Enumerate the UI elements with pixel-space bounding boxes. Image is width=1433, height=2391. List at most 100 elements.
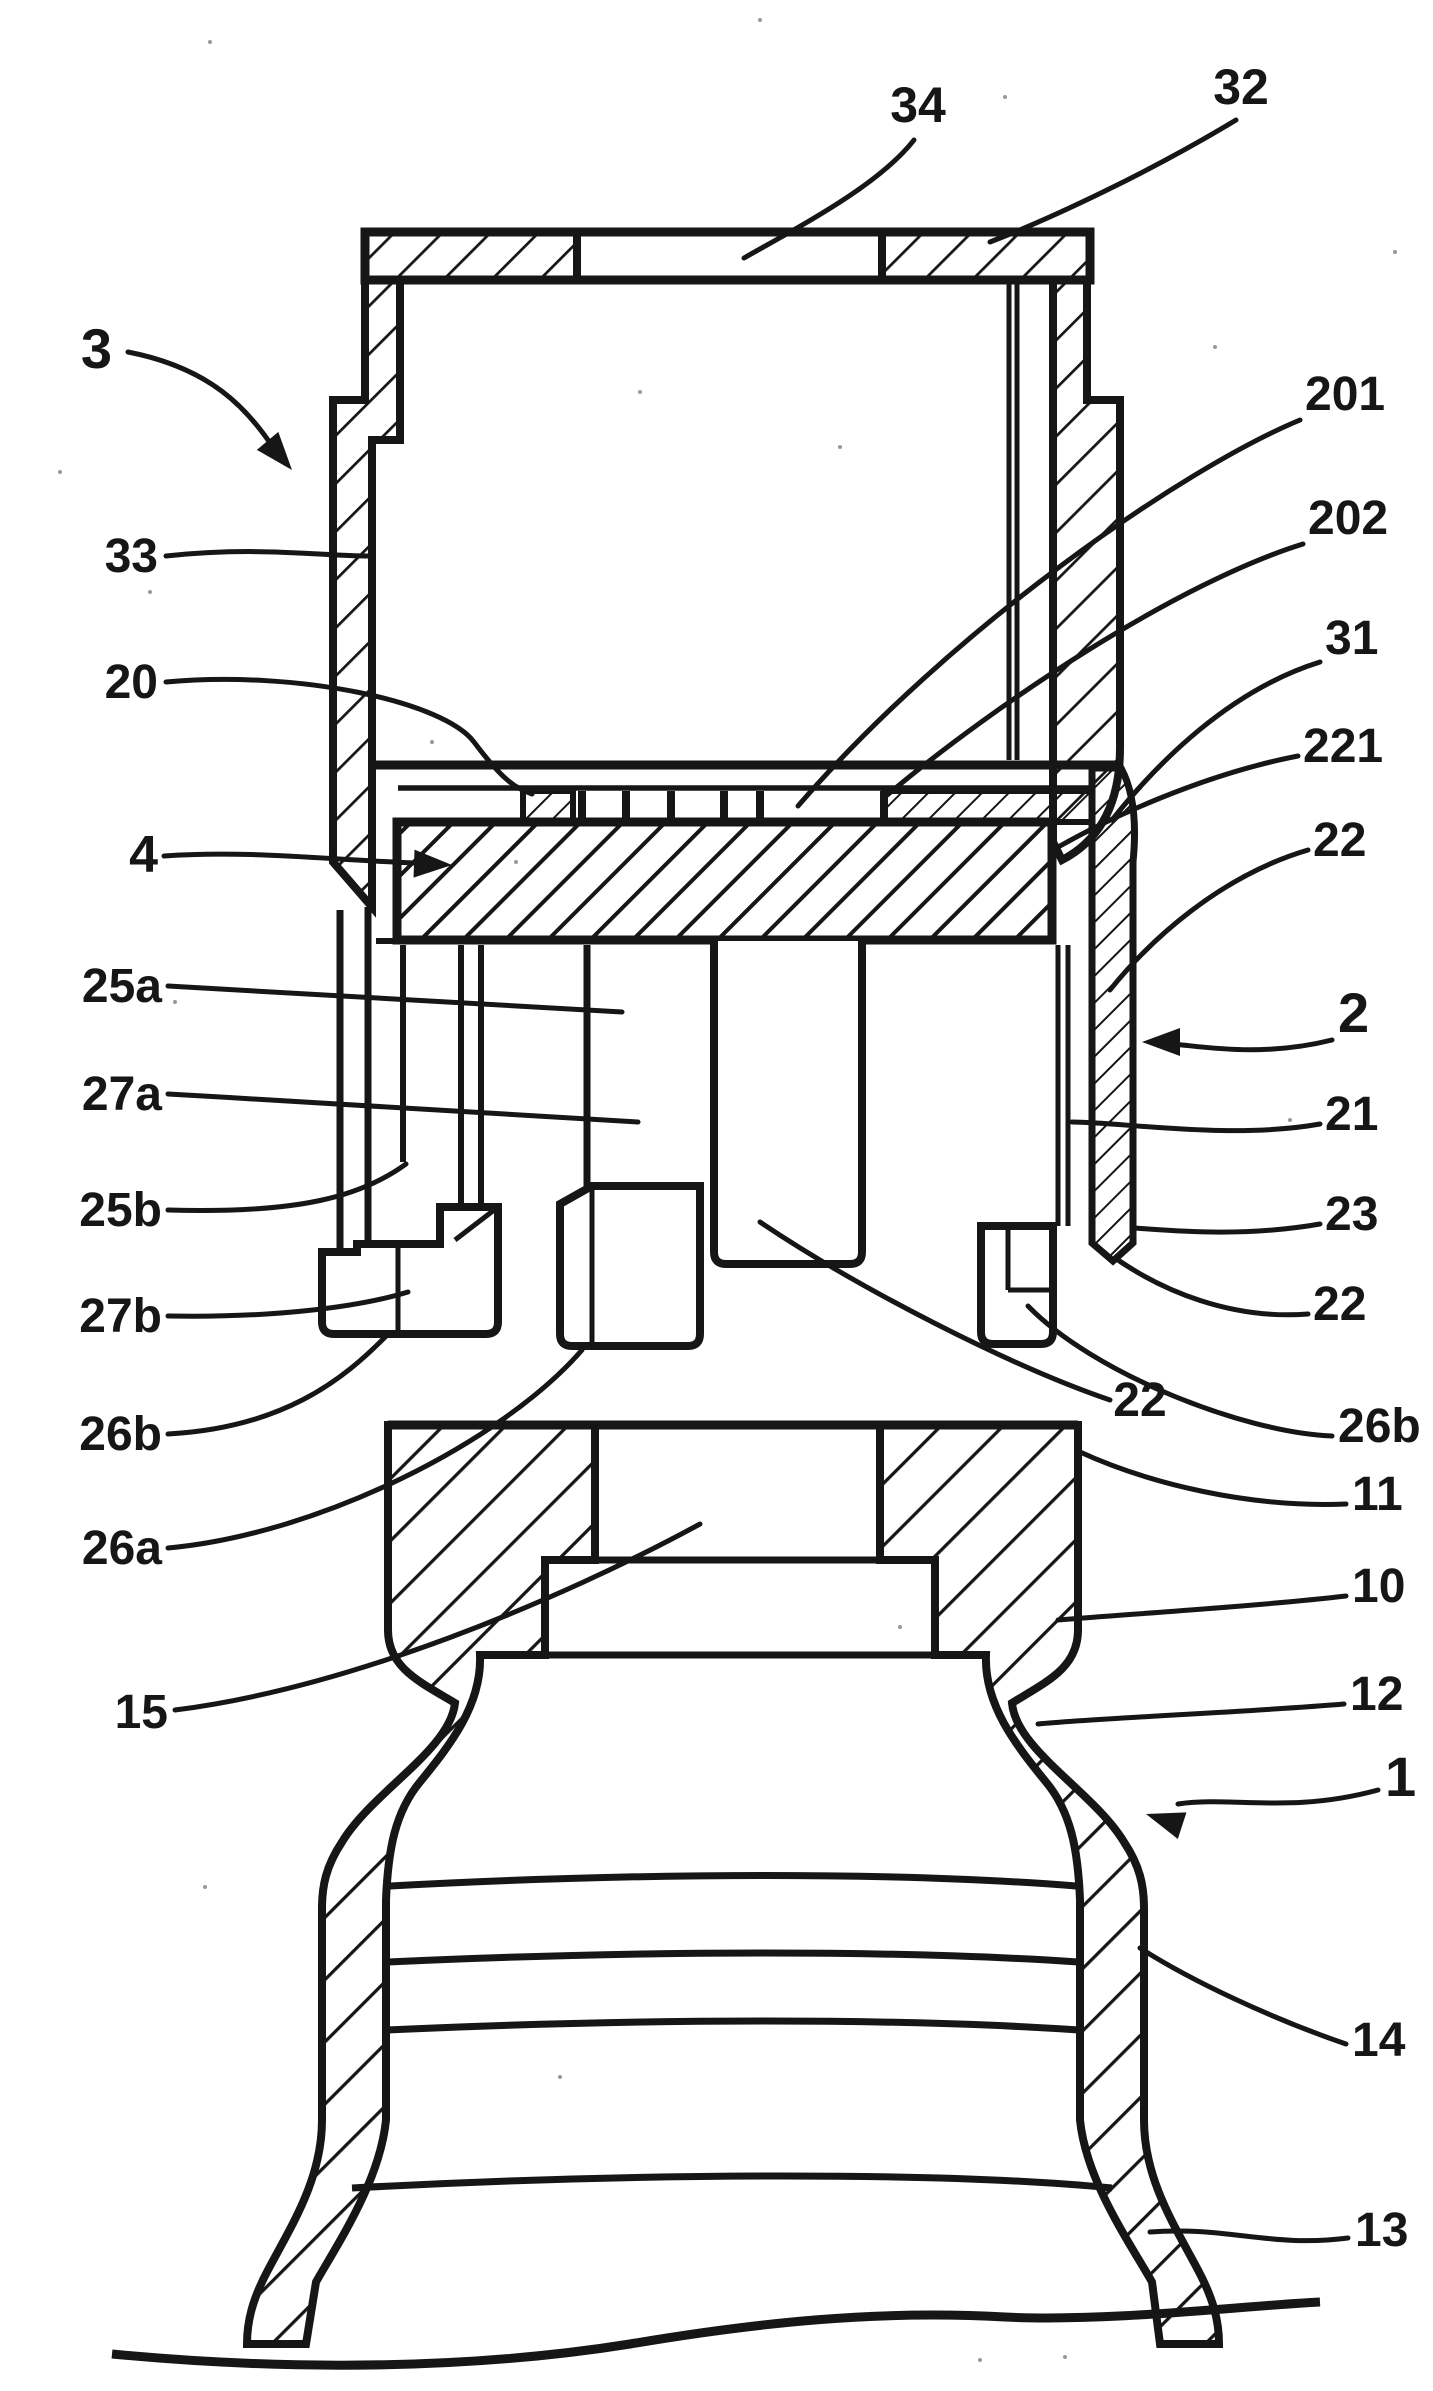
seal-disc (376, 817, 1057, 945)
speck (173, 1000, 177, 1004)
label-25a: 25a (82, 960, 162, 1013)
leader-21 (1069, 1119, 1323, 1134)
leader-25a (165, 983, 625, 1015)
speck (558, 2075, 562, 2079)
leader-4 (161, 851, 419, 866)
leader-201 (795, 417, 1303, 809)
cap-left-wall (329, 276, 404, 918)
label-27a: 27a (82, 1068, 162, 1121)
speck (978, 2358, 982, 2362)
speck (203, 1885, 207, 1889)
leader-26a (165, 1347, 585, 1551)
arrowhead-2 (1142, 1028, 1180, 1056)
label-27b: 27b (79, 1290, 162, 1343)
label-26b_right: 26b (1338, 1400, 1421, 1453)
label-20: 20 (105, 656, 158, 709)
leader-15 (172, 1521, 703, 1713)
leader-26b_right (1025, 1303, 1335, 1439)
label-21: 21 (1325, 1088, 1378, 1141)
leader-20 (163, 676, 535, 797)
arrowhead-4 (413, 849, 452, 878)
label-2: 2 (1338, 981, 1369, 1044)
speck (1213, 345, 1217, 349)
leader-31 (1109, 659, 1323, 823)
cap-top-band-outline (360, 227, 1095, 285)
speck (430, 740, 434, 744)
leader-14 (1137, 1945, 1349, 2047)
insert-skirt (1088, 764, 1138, 1266)
label-221: 221 (1303, 720, 1383, 773)
leader-10 (1055, 1593, 1349, 1623)
label-1: 1 (1385, 1745, 1416, 1808)
speck (58, 470, 62, 474)
insert-part (318, 284, 1138, 1350)
label-32: 32 (1213, 59, 1269, 115)
scan-specks (58, 18, 1397, 2362)
leader-22_mid (757, 1219, 1113, 1403)
speck (1288, 1118, 1292, 1122)
insert-flange-plate (372, 760, 1122, 791)
right-foot (977, 1222, 1057, 1348)
bottle (111, 1420, 1321, 2370)
speck (758, 18, 762, 22)
speck (1063, 2355, 1067, 2359)
bore-lines (351, 1556, 1113, 2192)
arrowhead-3 (256, 431, 292, 470)
speck (148, 590, 152, 594)
label-25b: 25b (79, 1184, 162, 1237)
label-3: 3 (81, 317, 112, 380)
label-23: 23 (1325, 1188, 1378, 1241)
label-15: 15 (115, 1686, 168, 1739)
label-22_lower: 22 (1313, 1278, 1366, 1331)
insert-legs (336, 907, 1071, 1252)
label-4: 4 (129, 826, 158, 884)
label-13: 13 (1355, 2204, 1408, 2257)
arrowhead-1 (1146, 1812, 1187, 1840)
outer-cap (329, 227, 1124, 918)
leader-22_upper (1107, 847, 1311, 993)
center-post (710, 941, 866, 1268)
speck (514, 860, 518, 864)
label-14: 14 (1352, 2014, 1406, 2067)
label-10: 10 (1352, 1560, 1405, 1613)
label-31: 31 (1325, 612, 1378, 665)
leader-26b_left (165, 1331, 391, 1437)
leader-27b (165, 1289, 411, 1319)
label-12: 12 (1350, 1668, 1403, 1721)
inner-left-foot (556, 1182, 704, 1350)
left-foot (318, 1203, 502, 1338)
speck (898, 1625, 902, 1629)
leader-3 (125, 349, 279, 455)
teeth-band-hatched (881, 788, 1095, 825)
cap-top-band (360, 227, 1095, 285)
label-33: 33 (105, 530, 158, 583)
speck (838, 445, 842, 449)
vent-window (585, 240, 874, 273)
leader-32 (987, 117, 1239, 245)
leader-23 (1131, 1221, 1323, 1235)
leader-11 (1077, 1449, 1349, 1507)
leader-2 (1169, 1037, 1335, 1053)
speck (638, 390, 642, 394)
leader-221 (1057, 753, 1301, 849)
label-26b_left: 26b (79, 1408, 162, 1461)
label-11: 11 (1352, 1468, 1403, 1521)
label-201: 201 (1305, 368, 1385, 421)
leader-13 (1147, 2228, 1351, 2244)
leader-33 (163, 549, 371, 559)
leader-34 (741, 137, 917, 261)
speck (1003, 95, 1007, 99)
label-26a: 26a (82, 1522, 162, 1575)
label-202: 202 (1308, 492, 1388, 545)
break-line (111, 2297, 1321, 2370)
cap-top-right-hatch (878, 228, 1094, 284)
speck (208, 40, 212, 44)
leader-12 (1035, 1701, 1347, 1727)
label-34: 34 (890, 77, 946, 133)
leader-27a (165, 1091, 641, 1125)
leader-25b (165, 1161, 409, 1213)
cap-top-left-hatch (361, 228, 581, 284)
